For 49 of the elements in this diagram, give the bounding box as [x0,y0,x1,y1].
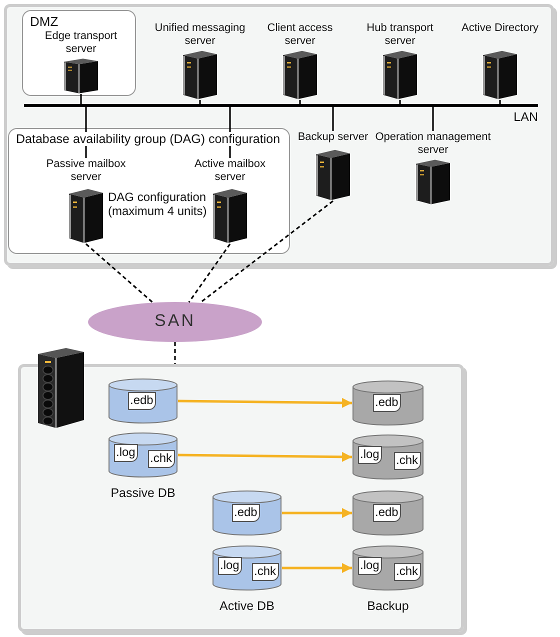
server-label: Active mailbox server [194,158,266,184]
file-tag: .chk [252,563,280,581]
connector-line [499,100,501,104]
server-label: Unified messaging server [154,22,246,48]
connector-line [80,94,82,104]
file-tag: .log [358,446,382,464]
server-label: Client access server [266,22,334,48]
server-label: Active Directory [460,22,540,35]
dashed-connector [174,342,176,364]
file-tag: .edb [232,504,260,522]
connector-line [299,100,301,104]
connector-line [399,100,401,104]
arrow [178,452,352,462]
server-label: Passive mailbox server [45,158,127,184]
caption-label: Passive DB [110,486,176,500]
file-tag: .edb [373,394,402,412]
caption-label: Active DB [218,599,276,613]
dashed-connector [188,244,231,303]
network-label: SAN [154,311,196,331]
caption-label: Backup [366,599,410,613]
server-label: Operation management server [374,131,492,157]
group-title: Database availability group (DAG) configuration [14,132,282,146]
dashed-connector [200,200,334,304]
panel-background [4,4,554,266]
file-tag: .chk [394,452,422,470]
connector-line [432,107,434,131]
arrow [178,398,352,408]
file-tag: .log [114,444,138,462]
file-tag: .edb [128,392,156,410]
panel-background [18,364,464,632]
arrow [282,508,352,518]
connector-line [199,100,201,104]
connector-line [332,107,334,131]
server-label: Hub transport server [366,22,434,48]
server-label: Edge transport server [44,30,118,56]
group-box [22,10,136,96]
file-tag: .chk [148,450,176,468]
dashed-connector [85,243,154,304]
group-title: DMZ [28,14,60,29]
group-note: DAG configuration (maximum 4 units) [108,190,208,218]
server-label: Backup server [296,131,370,144]
file-tag: .log [218,557,242,575]
group-box [8,128,290,254]
file-tag: .log [358,557,382,575]
caption-label: LAN [512,110,538,124]
file-tag: .chk [394,563,422,581]
arrow [282,563,352,573]
file-tag: .edb [373,504,402,522]
lan-line [24,104,538,107]
